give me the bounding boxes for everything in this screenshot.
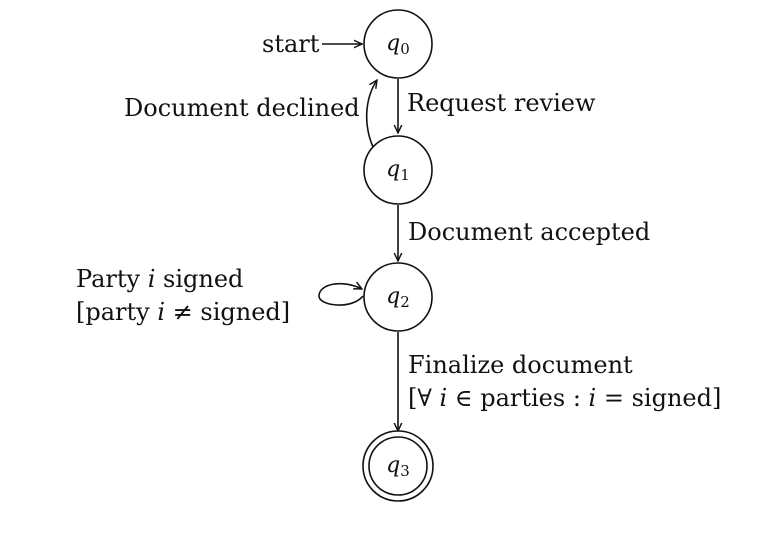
state-q0: q0 — [363, 9, 433, 79]
svg-text:q1: q1 — [386, 157, 410, 184]
state-q2: q2 — [363, 262, 433, 332]
state-q3-accepting: q3 — [362, 430, 434, 502]
label-finalize-guard: [∀ i ∈ parties : i = signed] — [408, 384, 721, 412]
svg-text:q2: q2 — [386, 284, 410, 311]
svg-text:q3: q3 — [386, 453, 410, 480]
edge-party-signed-loop — [318, 284, 364, 306]
label-party-signed: Party i signed — [76, 265, 243, 293]
svg-text:q0: q0 — [386, 31, 410, 58]
label-document-accepted: Document accepted — [408, 218, 650, 246]
label-request-review: Request review — [407, 89, 596, 117]
edge-document-declined — [365, 80, 377, 148]
label-finalize-document: Finalize document — [408, 351, 633, 379]
state-q1: q1 — [363, 135, 433, 205]
label-document-declined: Document declined — [124, 94, 360, 122]
start-label: start — [262, 30, 320, 58]
label-party-signed-guard: [party i ≠ signed] — [76, 298, 290, 326]
